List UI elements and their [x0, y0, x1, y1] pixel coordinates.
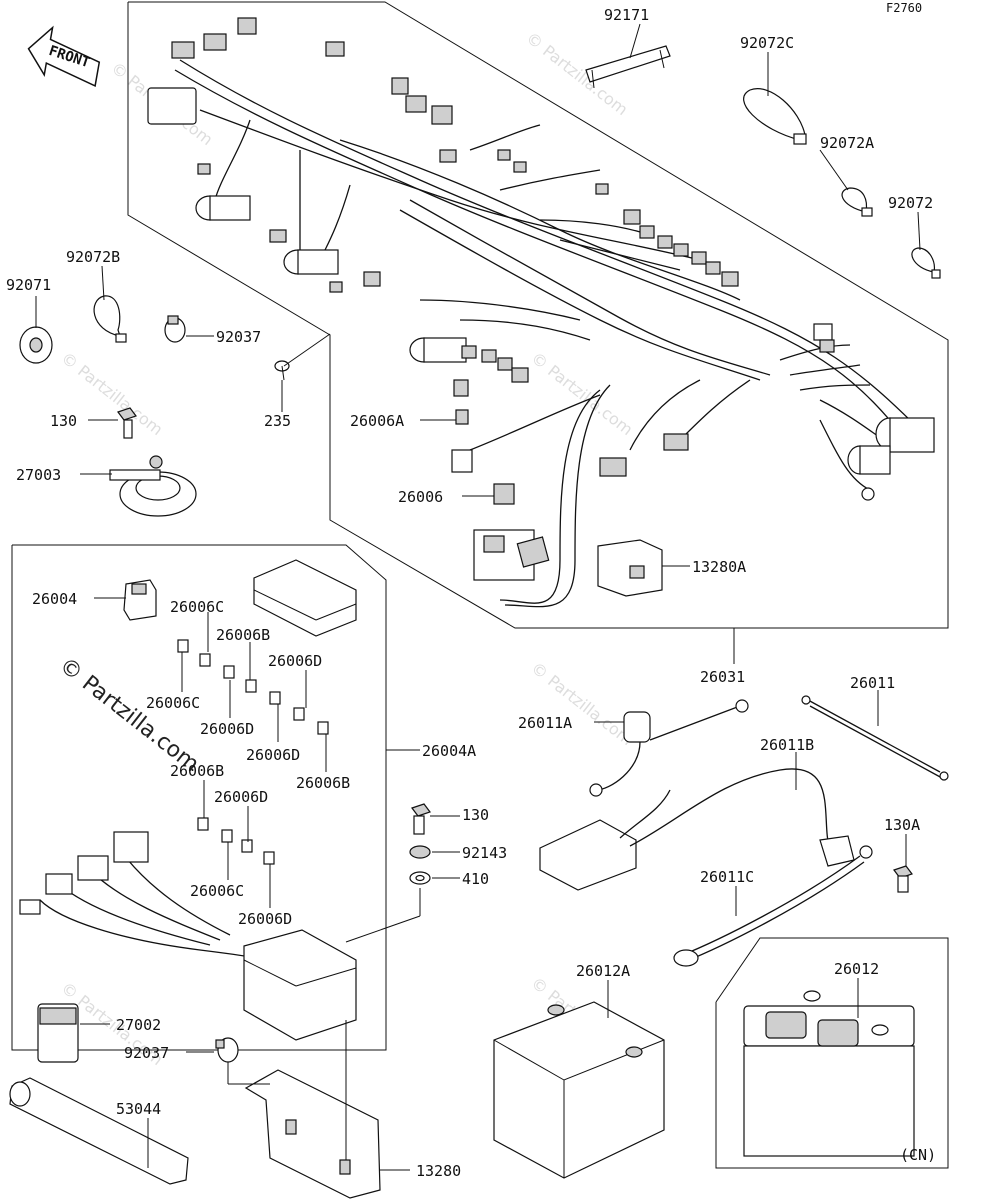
cable-26011a	[589, 699, 749, 797]
bolt-130-middle	[411, 803, 431, 835]
bolt-130-horn	[117, 407, 137, 439]
fuse-box-cover	[253, 559, 357, 637]
cable-26011	[801, 695, 949, 781]
bracket-13280	[244, 1069, 381, 1199]
relay-26004	[123, 579, 157, 621]
callout-92037: 92037	[124, 1044, 169, 1062]
callout-26011c: 26011C	[700, 868, 754, 886]
collar-92143	[409, 845, 431, 859]
note-cn: (CN)	[900, 1146, 936, 1164]
band-92072c	[743, 88, 807, 145]
battery-26012-outline	[715, 937, 949, 1169]
callout-26031: 26031	[700, 668, 745, 686]
callout-53044: 53044	[116, 1100, 161, 1118]
callout-26006c: 26006C	[146, 694, 200, 712]
fuse-box-harness	[19, 831, 357, 1041]
relay-27002	[37, 1003, 79, 1063]
fuses	[177, 639, 329, 865]
cable-26011b	[539, 768, 855, 891]
callout-13280a: 13280A	[692, 558, 746, 576]
clamp-92037-lower	[215, 1037, 239, 1063]
grommet-92071	[19, 326, 53, 364]
callout-26006b: 26006B	[216, 626, 270, 644]
callout-26006b: 26006B	[296, 774, 350, 792]
callout-labels: 92171 92072C 92072A 92072 92072B 92071 9…	[6, 6, 936, 1180]
callout-92037: 92037	[216, 328, 261, 346]
watermark-main: © Partzilla.com	[54, 653, 203, 777]
callout-26006d: 26006D	[268, 652, 322, 670]
callout-26004: 26004	[32, 590, 77, 608]
callout-92072a: 92072A	[820, 134, 874, 152]
cover-13280a	[597, 539, 663, 597]
fuse-box-group-outline	[11, 544, 387, 1051]
callout-26011b: 26011B	[760, 736, 814, 754]
callout-26006a: 26006A	[350, 412, 404, 430]
callout-26004a: 26004A	[422, 742, 476, 760]
callout-92072c: 92072C	[740, 34, 794, 52]
clamp-92037	[164, 315, 186, 343]
screw-235	[274, 360, 290, 381]
callout-26006: 26006	[398, 488, 443, 506]
callout-410: 410	[462, 870, 489, 888]
callout-26006d: 26006D	[214, 788, 268, 806]
callout-92071: 92071	[6, 276, 51, 294]
cable-26011c	[673, 845, 873, 967]
callout-26006b: 26006B	[170, 762, 224, 780]
watermarks: © Partzilla.com © Partzilla.com © Partzi…	[54, 28, 636, 1069]
band-92072	[911, 247, 941, 279]
callout-26011: 26011	[850, 674, 895, 692]
battery-26012a	[493, 1001, 665, 1179]
main-harness-outline	[127, 1, 949, 629]
battery-26012	[743, 990, 915, 1157]
callout-235: 235	[264, 412, 291, 430]
bracket-92171	[585, 45, 671, 89]
callout-26006d: 26006D	[246, 746, 300, 764]
callout-92143: 92143	[462, 844, 507, 862]
callout-130: 130	[50, 412, 77, 430]
callout-130a: 130A	[884, 816, 920, 834]
watermark: © Partzilla.com	[528, 658, 637, 749]
callout-26012: 26012	[834, 960, 879, 978]
callout-26011a: 26011A	[518, 714, 572, 732]
watermark: © Partzilla.com	[528, 348, 637, 439]
callout-13280: 13280	[416, 1162, 461, 1180]
horn-27003	[109, 455, 197, 517]
fuse-holder-26006	[451, 379, 550, 581]
callout-27002: 27002	[116, 1016, 161, 1034]
callout-92171: 92171	[604, 6, 649, 24]
front-arrow: FRONT	[27, 25, 101, 87]
leader-lines	[35, 23, 921, 1171]
callout-26006d: 26006D	[200, 720, 254, 738]
callout-26012a: 26012A	[576, 962, 630, 980]
callout-92072: 92072	[888, 194, 933, 212]
tube-53044	[9, 1077, 189, 1185]
callout-26006c: 26006C	[170, 598, 224, 616]
harness-connectors	[147, 17, 935, 501]
figure-code: F2760	[886, 1, 922, 15]
band-92072a	[841, 187, 873, 217]
callout-27003: 27003	[16, 466, 61, 484]
washer-410	[409, 871, 431, 885]
callout-26006d: 26006D	[238, 910, 292, 928]
callout-26006c: 26006C	[190, 882, 244, 900]
band-92072b	[93, 295, 127, 343]
callout-92072b: 92072B	[66, 248, 120, 266]
bolt-130a	[893, 865, 913, 893]
callout-130: 130	[462, 806, 489, 824]
main-wiring-harness	[174, 59, 921, 608]
